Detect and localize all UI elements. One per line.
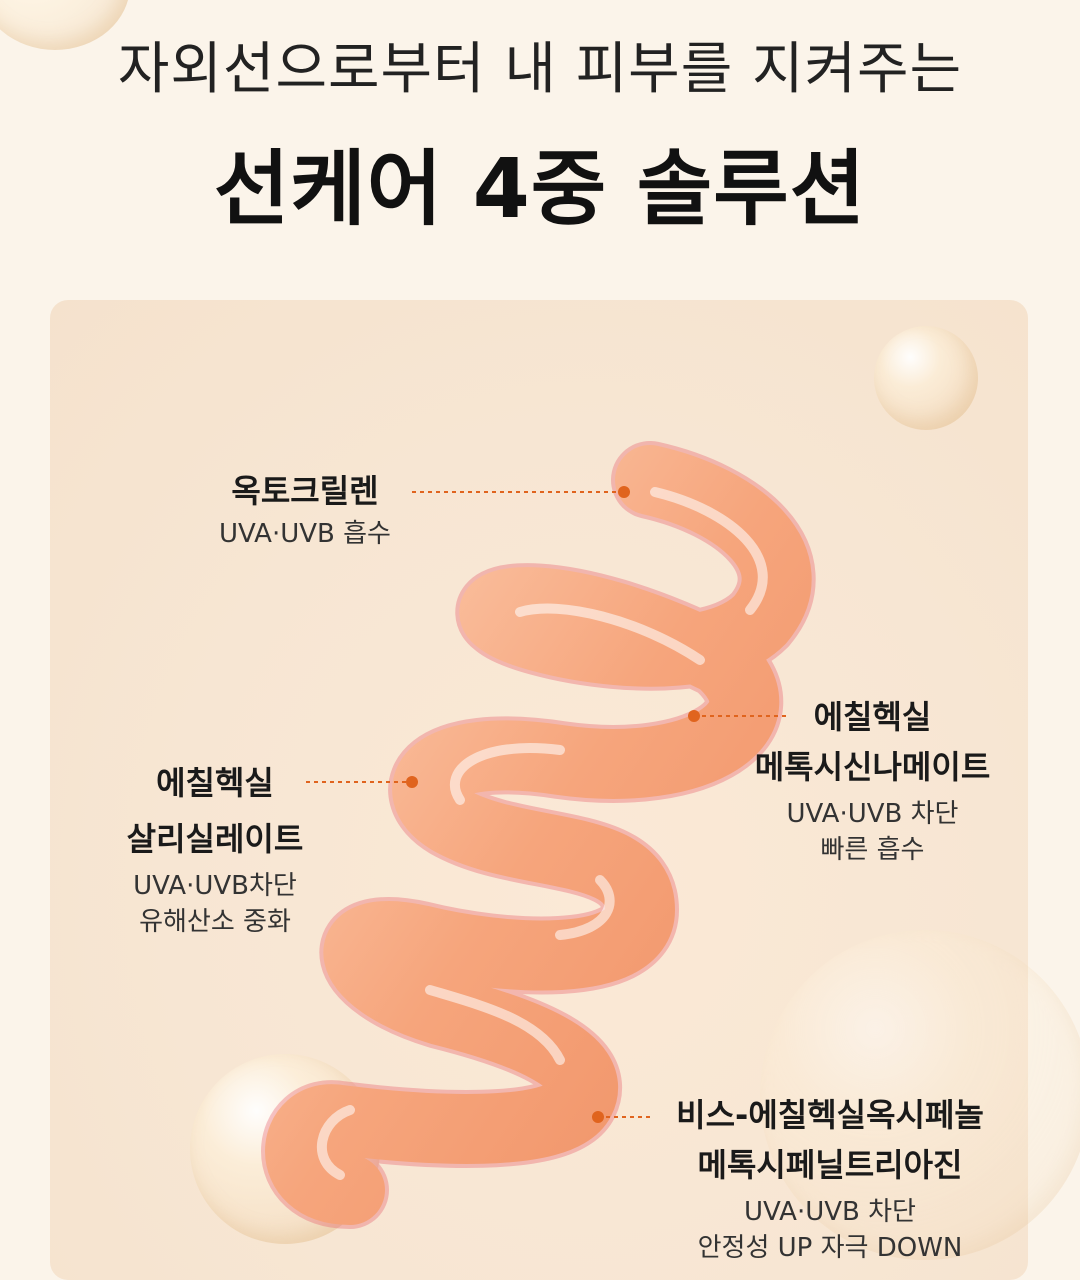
ingredient-desc-line2: 빠른 흡수 <box>820 835 925 865</box>
ingredient-name-line1: 에칠헥실 <box>813 698 932 736</box>
decorative-bubble-right <box>874 326 978 430</box>
leader-lines <box>306 491 790 1118</box>
anchor-dot-3 <box>406 776 418 788</box>
decorative-bubble-bottom-right <box>760 930 1080 1260</box>
ingredient-desc-line2: 안정성 UP 자극 DOWN <box>697 1233 963 1263</box>
ingredient-label-triazine: 비스-에칠헥실옥시페놀 메톡시페닐트리아진 UVA·UVB 차단 안정성 UP … <box>650 1090 1010 1266</box>
spiral-coil <box>261 441 816 1229</box>
anchor-dot-1 <box>618 486 630 498</box>
ingredient-label-methoxycinnamate: 에칠헥실 메톡시신나메이트 UVA·UVB 차단 빠른 흡수 <box>730 692 1015 868</box>
page-title: 선케어 4중 솔루션 <box>213 142 867 237</box>
ingredient-desc: UVA·UVB 흡수 <box>219 519 391 549</box>
ingredient-desc-line2: 유해산소 중화 <box>139 907 291 937</box>
ingredient-name-line2: 메톡시신나메이트 <box>754 748 991 786</box>
ingredient-desc-line1: UVA·UVB 차단 <box>786 799 959 829</box>
ingredient-label-octocrylene: 옥토크릴렌 UVA·UVB 흡수 <box>180 466 430 552</box>
anchor-dots <box>406 486 700 1123</box>
ingredient-label-salicylate: 에칠헥실 살리실레이트 UVA·UVB차단 유해산소 중화 <box>100 758 330 940</box>
anchor-dot-4 <box>592 1111 604 1123</box>
ingredient-name-line1: 비스-에칠헥실옥시페놀 <box>676 1096 984 1134</box>
anchor-dot-2 <box>688 710 700 722</box>
ingredient-name-line1: 에칠헥실 <box>156 764 274 802</box>
ingredient-desc-line1: UVA·UVB 차단 <box>744 1197 916 1227</box>
ingredient-name-line2: 메톡시페닐트리아진 <box>697 1146 963 1184</box>
ingredient-name: 옥토크릴렌 <box>231 472 379 510</box>
headline: 자외선으로부터 내 피부를 지켜주는 <box>117 37 963 102</box>
ingredient-desc-line1: UVA·UVB차단 <box>133 871 297 901</box>
ingredient-name-line2: 살리실레이트 <box>126 820 304 858</box>
